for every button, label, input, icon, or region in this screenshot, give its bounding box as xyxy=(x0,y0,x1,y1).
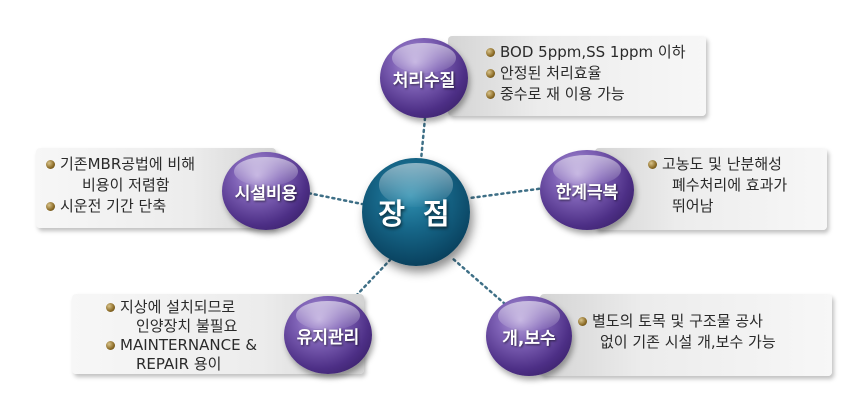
node-treatment-quality: 처리수질 xyxy=(380,38,468,118)
bullet-icon xyxy=(486,48,495,57)
connector-treatment-quality xyxy=(419,116,427,162)
renovation-panel xyxy=(540,294,832,376)
list-item: MAINTERNANCE & xyxy=(106,335,257,356)
list-item-continuation: REPAIR 용이 xyxy=(136,355,222,373)
list-item-continuation: 인양장치 불필요 xyxy=(136,317,238,335)
bullet-icon xyxy=(46,202,55,211)
list-item: 기존MBR공법에 비해 xyxy=(46,154,195,175)
bullet-icon xyxy=(486,90,495,99)
treatment-quality-text: BOD 5ppm,SS 1ppm 이하 안정된 처리효율 중수로 재 이용 가능 xyxy=(486,42,686,105)
bullet-icon xyxy=(578,317,587,326)
list-item: 중수로 재 이용 가능 xyxy=(486,84,686,105)
node-renovation: 개,보수 xyxy=(486,296,572,376)
bullet-icon xyxy=(648,160,657,169)
bullet-icon xyxy=(106,341,115,350)
connector-limit-overcome xyxy=(468,186,547,200)
list-item: 지상에 설치되므로 xyxy=(106,297,257,318)
connector-renovation xyxy=(450,256,507,306)
connector-facility-cost xyxy=(301,190,364,206)
limit-overcome-text: 고농도 및 난분해성 폐수처리에 효과가 뛰어남 xyxy=(648,154,787,217)
bullet-icon xyxy=(46,160,55,169)
list-item-continuation: 없이 기존 시설 개,보수 가능 xyxy=(600,333,776,351)
list-item: 별도의 토목 및 구조물 공사 xyxy=(578,311,776,332)
node-maintenance: 유지관리 xyxy=(284,296,372,374)
node-limit-overcome: 한계극복 xyxy=(540,150,634,230)
list-item-continuation: 뛰어남 xyxy=(672,197,714,215)
node-facility-cost: 시설비용 xyxy=(222,152,310,230)
list-item: 고농도 및 난분해성 xyxy=(648,154,787,175)
center-node-advantages: 장 점 xyxy=(362,158,470,266)
renovation-text: 별도의 토목 및 구조물 공사 없이 기존 시설 개,보수 가능 xyxy=(578,311,776,353)
list-item: 시운전 기간 단축 xyxy=(46,196,195,217)
list-item: 안정된 처리효율 xyxy=(486,63,686,84)
connector-maintenance xyxy=(350,258,392,302)
list-item: BOD 5ppm,SS 1ppm 이하 xyxy=(486,42,686,63)
list-item-continuation: 폐수처리에 효과가 xyxy=(672,176,788,194)
maintenance-text: 지상에 설치되므로 인양장치 불필요 MAINTERNANCE & REPAIR… xyxy=(106,297,257,373)
bullet-icon xyxy=(486,69,495,78)
list-item-continuation: 비용이 저렴함 xyxy=(82,176,170,194)
facility-cost-text: 기존MBR공법에 비해 비용이 저렴함 시운전 기간 단축 xyxy=(46,154,195,217)
bullet-icon xyxy=(106,303,115,312)
